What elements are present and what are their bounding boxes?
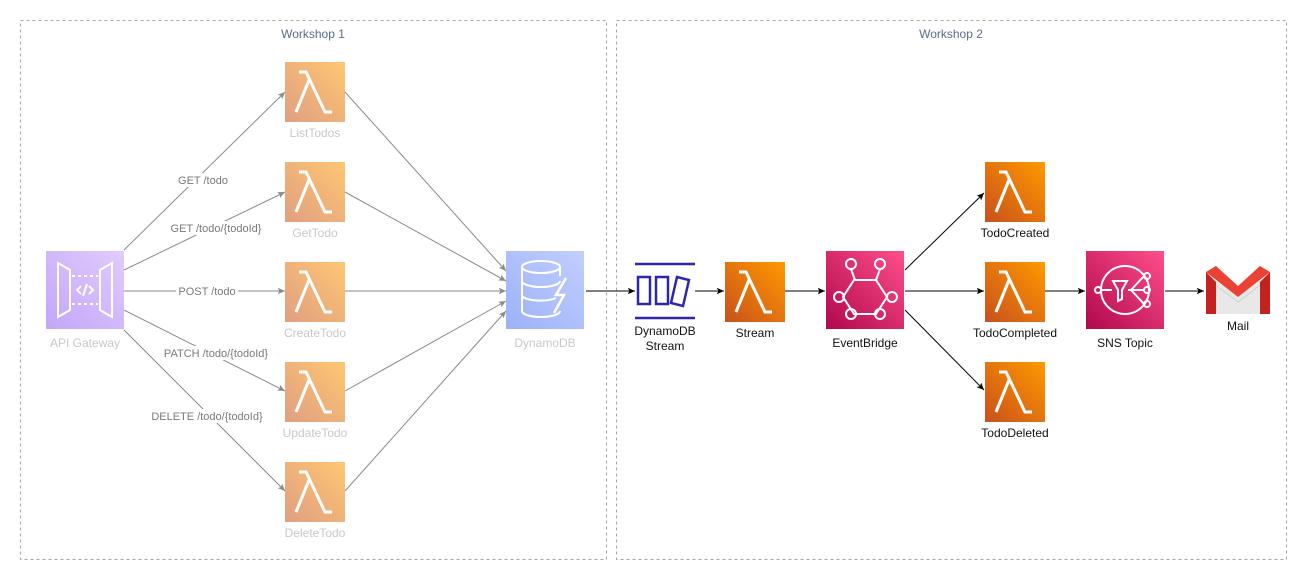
dynamodb-node[interactable]: DynamoDB	[506, 251, 584, 350]
tododeleted-label: TodoDeleted	[981, 426, 1048, 440]
eventbridge-icon	[833, 258, 898, 320]
createtodo-label: CreateTodo	[284, 326, 346, 340]
sns-topic-label: SNS Topic	[1097, 336, 1153, 350]
lambda-icon	[994, 370, 1032, 414]
todocreated-label: TodoCreated	[981, 226, 1050, 240]
edge-updatetodo-to-dynamodb[interactable]	[344, 300, 507, 392]
mail-node[interactable]: Mail	[1206, 266, 1270, 333]
eventbridge-label: EventBridge	[832, 336, 898, 350]
mail-label: Mail	[1227, 319, 1249, 333]
lambda-icon	[994, 170, 1032, 214]
workshop-2-edges	[586, 192, 1204, 391]
dynamodb-stream-label-line1: DynamoDB	[634, 324, 695, 338]
edge-label-post-todo: POST /todo	[178, 286, 235, 298]
edge-api-to-listtodos[interactable]	[123, 91, 286, 251]
deletetodo-label: DeleteTodo	[285, 526, 346, 540]
stream-label: Stream	[736, 326, 775, 340]
listtodos-label: ListTodos	[290, 126, 341, 140]
workshop-2-group: Workshop 2	[616, 20, 1287, 560]
api-gateway-node[interactable]: API Gateway	[46, 251, 124, 350]
lambda-icon	[994, 270, 1032, 314]
workshop-1-edge-labels: GET /todo GET /todo/{todoId} POST /todo …	[147, 173, 272, 423]
dynamodb-icon	[521, 260, 568, 318]
lambda-node-listtodos[interactable]: ListTodos	[285, 62, 345, 140]
api-gateway-icon	[57, 261, 113, 319]
lambda-node-tododeleted[interactable]: TodoDeleted	[981, 362, 1049, 440]
edge-label-get-todo-id: GET /todo/{todoId}	[171, 223, 262, 235]
edge-label-get-todo: GET /todo	[178, 175, 228, 187]
dynamodb-stream-label-line2: Stream	[646, 339, 685, 353]
lambda-node-stream[interactable]: Stream	[725, 262, 785, 340]
dynamodb-stream-node[interactable]: DynamoDB Stream	[634, 262, 696, 353]
todocompleted-label: TodoCompleted	[973, 326, 1057, 340]
lambda-node-todocreated[interactable]: TodoCreated	[981, 162, 1050, 240]
lambda-node-todocompleted[interactable]: TodoCompleted	[973, 262, 1057, 340]
edge-label-patch-todo: PATCH /todo/{todoId}	[164, 348, 268, 360]
workshop-1-title: Workshop 1	[281, 27, 345, 41]
api-gateway-label: API Gateway	[50, 336, 120, 350]
edge-deletetodo-to-dynamodb[interactable]	[344, 310, 507, 492]
workshop-2-title: Workshop 2	[919, 27, 983, 41]
lambda-icon	[294, 70, 332, 114]
lambda-icon	[294, 270, 332, 314]
edge-eventbridge-to-todocreated[interactable]	[904, 192, 985, 271]
dynamodb-stream-icon	[635, 262, 695, 320]
eventbridge-node[interactable]: EventBridge	[826, 251, 904, 350]
lambda-icon	[294, 470, 332, 514]
gettodo-label: GetTodo	[292, 226, 338, 240]
lambda-node-gettodo[interactable]: GetTodo	[285, 162, 345, 240]
edge-label-delete-todo: DELETE /todo/{todoId}	[151, 411, 263, 423]
workshop-1-edges	[123, 91, 507, 492]
lambda-node-deletetodo[interactable]: DeleteTodo	[285, 462, 346, 540]
lambda-node-updatetodo[interactable]: UpdateTodo	[283, 362, 348, 440]
lambda-icon	[294, 370, 332, 414]
lambda-icon	[294, 170, 332, 214]
lambda-icon	[734, 270, 772, 314]
dynamodb-label: DynamoDB	[514, 336, 575, 350]
sns-topic-node[interactable]: SNS Topic	[1086, 251, 1164, 350]
workshop-1-group: Workshop 1	[20, 20, 607, 560]
sns-icon	[1094, 265, 1151, 315]
updatetodo-label: UpdateTodo	[283, 426, 348, 440]
edge-listtodos-to-dynamodb[interactable]	[344, 91, 507, 272]
edge-gettodo-to-dynamodb[interactable]	[344, 191, 507, 282]
edge-eventbridge-to-tododeleted[interactable]	[904, 309, 985, 391]
lambda-node-createtodo[interactable]: CreateTodo	[284, 262, 346, 340]
gmail-icon	[1206, 266, 1270, 314]
